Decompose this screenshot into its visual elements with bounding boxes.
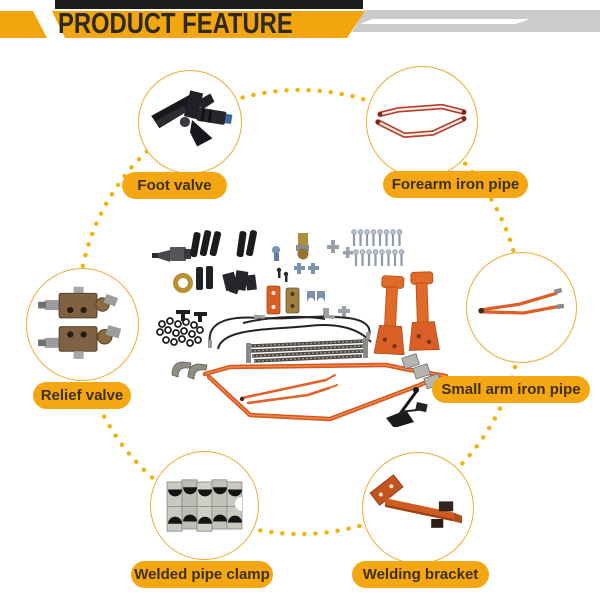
brass-elbow [296, 233, 309, 260]
welded-pipe-clamp-image [166, 479, 243, 532]
brass-ring [173, 273, 193, 293]
cross-fittings [294, 263, 350, 317]
small-arm-iron-pipe-image [478, 287, 565, 315]
saddle-clamps [307, 291, 329, 317]
control-lever [386, 387, 428, 427]
pipe-end-dot [239, 396, 245, 402]
callout-circle-forearm-iron-pipe [366, 66, 478, 178]
blue-bolt [272, 246, 280, 261]
parts-collage [152, 229, 449, 427]
page-title: PRODUCT FEATURE [58, 8, 293, 40]
t-pins [176, 310, 207, 322]
hole-plates [266, 285, 300, 315]
screw-rows [351, 229, 405, 266]
label-relief-valve: Relief valve [33, 382, 131, 409]
callout-circle-welding-bracket [362, 452, 474, 564]
forearm-iron-pipe-image [375, 103, 467, 138]
label-welding-bracket: Welding bracket [352, 561, 489, 588]
black-cylinders [196, 266, 213, 290]
label-welded-pipe-clamp: Welded pipe clamp [131, 561, 273, 588]
braided-hoses [246, 338, 368, 363]
relief-valve-image [38, 286, 122, 359]
header-black-bar [55, 0, 363, 9]
header-white-slash [360, 19, 530, 24]
clamp-cluster [222, 270, 257, 295]
o-ring-cluster [156, 317, 204, 347]
orange-straps [373, 271, 440, 356]
black-hoses [208, 315, 372, 350]
foot-valve-image [151, 90, 233, 147]
black-pins [190, 230, 257, 258]
cylinder-fitting [152, 247, 191, 262]
label-foot-valve: Foot valve [122, 172, 227, 199]
metal-hooks [171, 361, 208, 380]
welding-bracket-image [369, 474, 462, 528]
callout-circle-small-arm-iron-pipe [466, 252, 577, 363]
label-small-arm-iron-pipe: Small arm iron pipe [432, 376, 590, 403]
tee-fittings [327, 240, 353, 258]
callout-circle-relief-valve [26, 268, 139, 381]
callout-circle-foot-valve [138, 70, 242, 174]
hose-fittings [208, 314, 370, 348]
label-forearm-iron-pipe: Forearm iron pipe [383, 171, 528, 198]
tiny-screws [276, 267, 289, 282]
header-yellow-band [48, 11, 365, 38]
callout-circle-welded-pipe-clamp [150, 451, 259, 560]
